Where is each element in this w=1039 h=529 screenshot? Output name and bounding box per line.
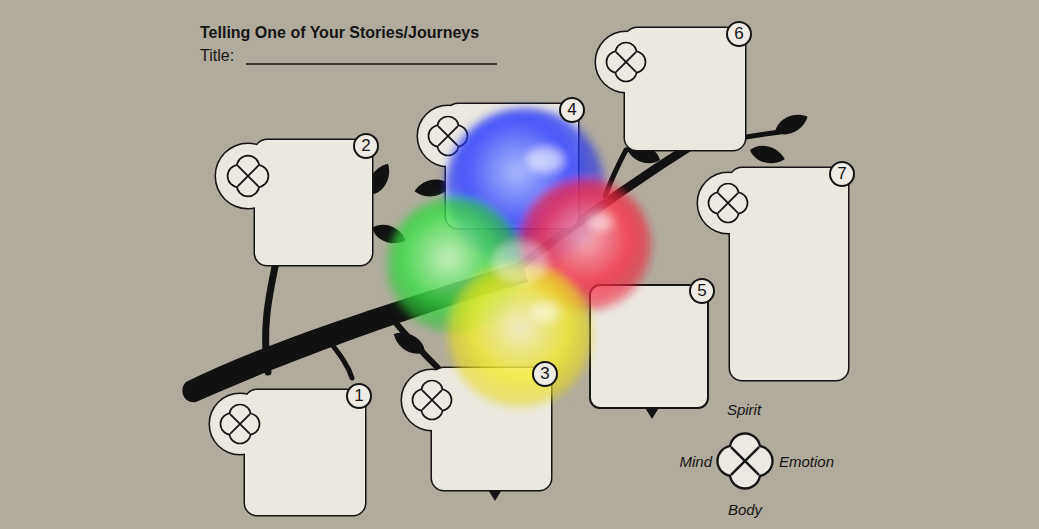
- story-box: 1: [245, 390, 365, 515]
- title-field-label: Title:: [200, 47, 234, 65]
- legend-label: Emotion: [779, 453, 834, 470]
- callout-number: 1: [346, 383, 372, 409]
- worksheet-title: Telling One of Your Stories/Journeys: [200, 24, 479, 42]
- story-box: 2: [255, 140, 372, 265]
- legend-label: Spirit: [727, 401, 761, 418]
- title-underline: [246, 63, 497, 65]
- story-box: 5: [590, 285, 708, 408]
- callout-number: 6: [726, 21, 752, 47]
- callout-number: 5: [689, 278, 715, 304]
- story-box: 7: [730, 168, 848, 380]
- callout-number: 2: [353, 133, 379, 159]
- story-box: 4: [446, 104, 578, 228]
- legend-label: Body: [728, 501, 762, 518]
- callout-number: 4: [559, 97, 585, 123]
- story-box: 6: [625, 28, 745, 150]
- callout-number: 7: [829, 161, 855, 187]
- legend-quatrefoil: [719, 435, 772, 488]
- story-box: 3: [432, 368, 551, 490]
- legend-label: Mind: [679, 453, 712, 470]
- glowing-orbs: [387, 108, 651, 407]
- story-boxes: [210, 28, 848, 515]
- callout-number: 3: [532, 361, 558, 387]
